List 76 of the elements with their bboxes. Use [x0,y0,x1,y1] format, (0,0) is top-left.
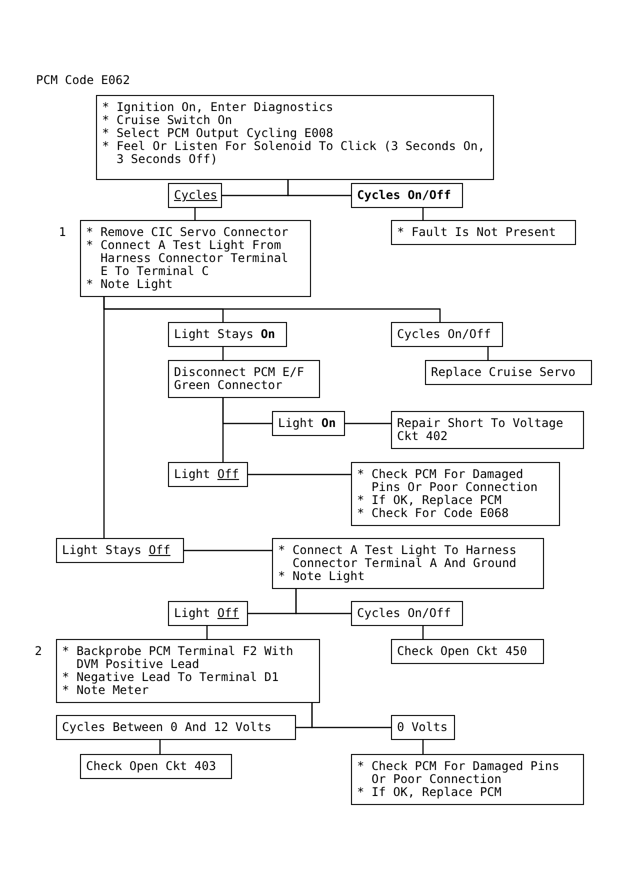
instruction-text: * Feel Or Listen For Solenoid To Click (3 Seconds On, 3 Seconds Off) [102,140,486,166]
connector-line [422,740,424,754]
condition-label: Light Off [174,607,240,620]
instruction-text: * Ignition On, Enter Diagnostics [102,101,334,114]
instruction-text: * If OK, Replace PCM [357,786,502,799]
connector-line [103,297,105,538]
condition-box [391,322,503,347]
condition-box [351,601,463,626]
instruction-box [391,639,544,664]
condition-box [56,715,296,740]
condition-label: Cycles [174,189,216,202]
instruction-text: * Cruise Switch On [102,114,234,127]
instruction-text: Disconnect PCM E/F Green Connector [174,366,306,392]
condition-label: Light Stays Off [62,544,172,557]
instruction-text: * Check PCM For Damaged Pins Or Poor Connection [357,760,560,786]
connector-line [422,208,424,220]
instruction-text: * Check For Code E068 [357,507,510,520]
instruction-box [351,754,584,805]
instruction-text: * Connect A Test Light To Harness Connector Terminal A And Ground [278,544,518,570]
instruction-text: Replace Cruise Servo [431,366,576,379]
instruction-text: * Check PCM For Damaged Pins Or Poor Connection [357,468,539,494]
condition-box [56,538,184,563]
condition-label: Cycles On/Off [357,607,452,620]
instruction-text: * Select PCM Output Cycling E008 [102,127,334,140]
instruction-text: * Negative Lead To Terminal D1 [62,671,280,684]
instruction-box [351,462,560,526]
instruction-box [391,220,576,245]
instruction-text: * Backprobe PCM Terminal F2 With DVM Positive Lead [62,645,294,671]
instruction-box [96,95,494,180]
condition-box [351,183,463,208]
instruction-text: Check Open Ckt 403 [86,760,218,773]
condition-label: Cycles On/Off [397,328,492,341]
instruction-box [80,754,232,779]
instruction-text: * Connect A Test Light From Harness Connector Terminal E To Terminal C [86,239,290,278]
connector-line [422,626,424,639]
condition-label: Cycles On/Off [357,189,452,202]
condition-label: Light On [278,417,337,430]
connector-line [159,740,161,754]
step-number: 2 [34,645,42,658]
connector-line [206,626,208,639]
connector-line [184,550,272,552]
instruction-text: * Note Meter [62,684,150,697]
connector-line [194,208,196,220]
condition-label: Cycles Between 0 And 12 Volts [62,721,273,734]
connector-line [487,347,489,360]
instruction-box [80,220,311,297]
instruction-text: Repair Short To Voltage Ckt 402 [397,417,564,443]
instruction-text: * If OK, Replace PCM [357,494,502,507]
condition-box [168,462,248,487]
condition-label: Light Off [174,468,240,481]
instruction-box [56,639,320,703]
instruction-text: * Remove CIC Servo Connector [86,226,290,239]
condition-label: 0 Volts [397,721,449,734]
instruction-text: * Note Light [86,278,174,291]
instruction-text: * Note Light [278,570,366,583]
connector-line [311,703,391,728]
instruction-box [391,411,584,449]
condition-box [168,601,248,626]
condition-label: Light Stays On [174,328,276,341]
connector-line [295,589,351,614]
instruction-box [168,360,320,398]
instruction-text: * Fault Is Not Present [397,226,557,239]
condition-box [168,183,222,208]
connector-line [345,422,391,424]
instruction-box [425,360,592,385]
condition-box [391,715,455,740]
connector-line [222,398,224,462]
step-number: 1 [58,226,66,239]
connector-line [222,347,224,360]
instruction-box [272,538,544,589]
connector-line [287,180,351,196]
connector-line [248,474,351,476]
diagram-title: PCM Code E062 [36,74,130,87]
condition-box [168,322,287,347]
instruction-text: Check Open Ckt 450 [397,645,528,658]
condition-box [272,411,345,436]
